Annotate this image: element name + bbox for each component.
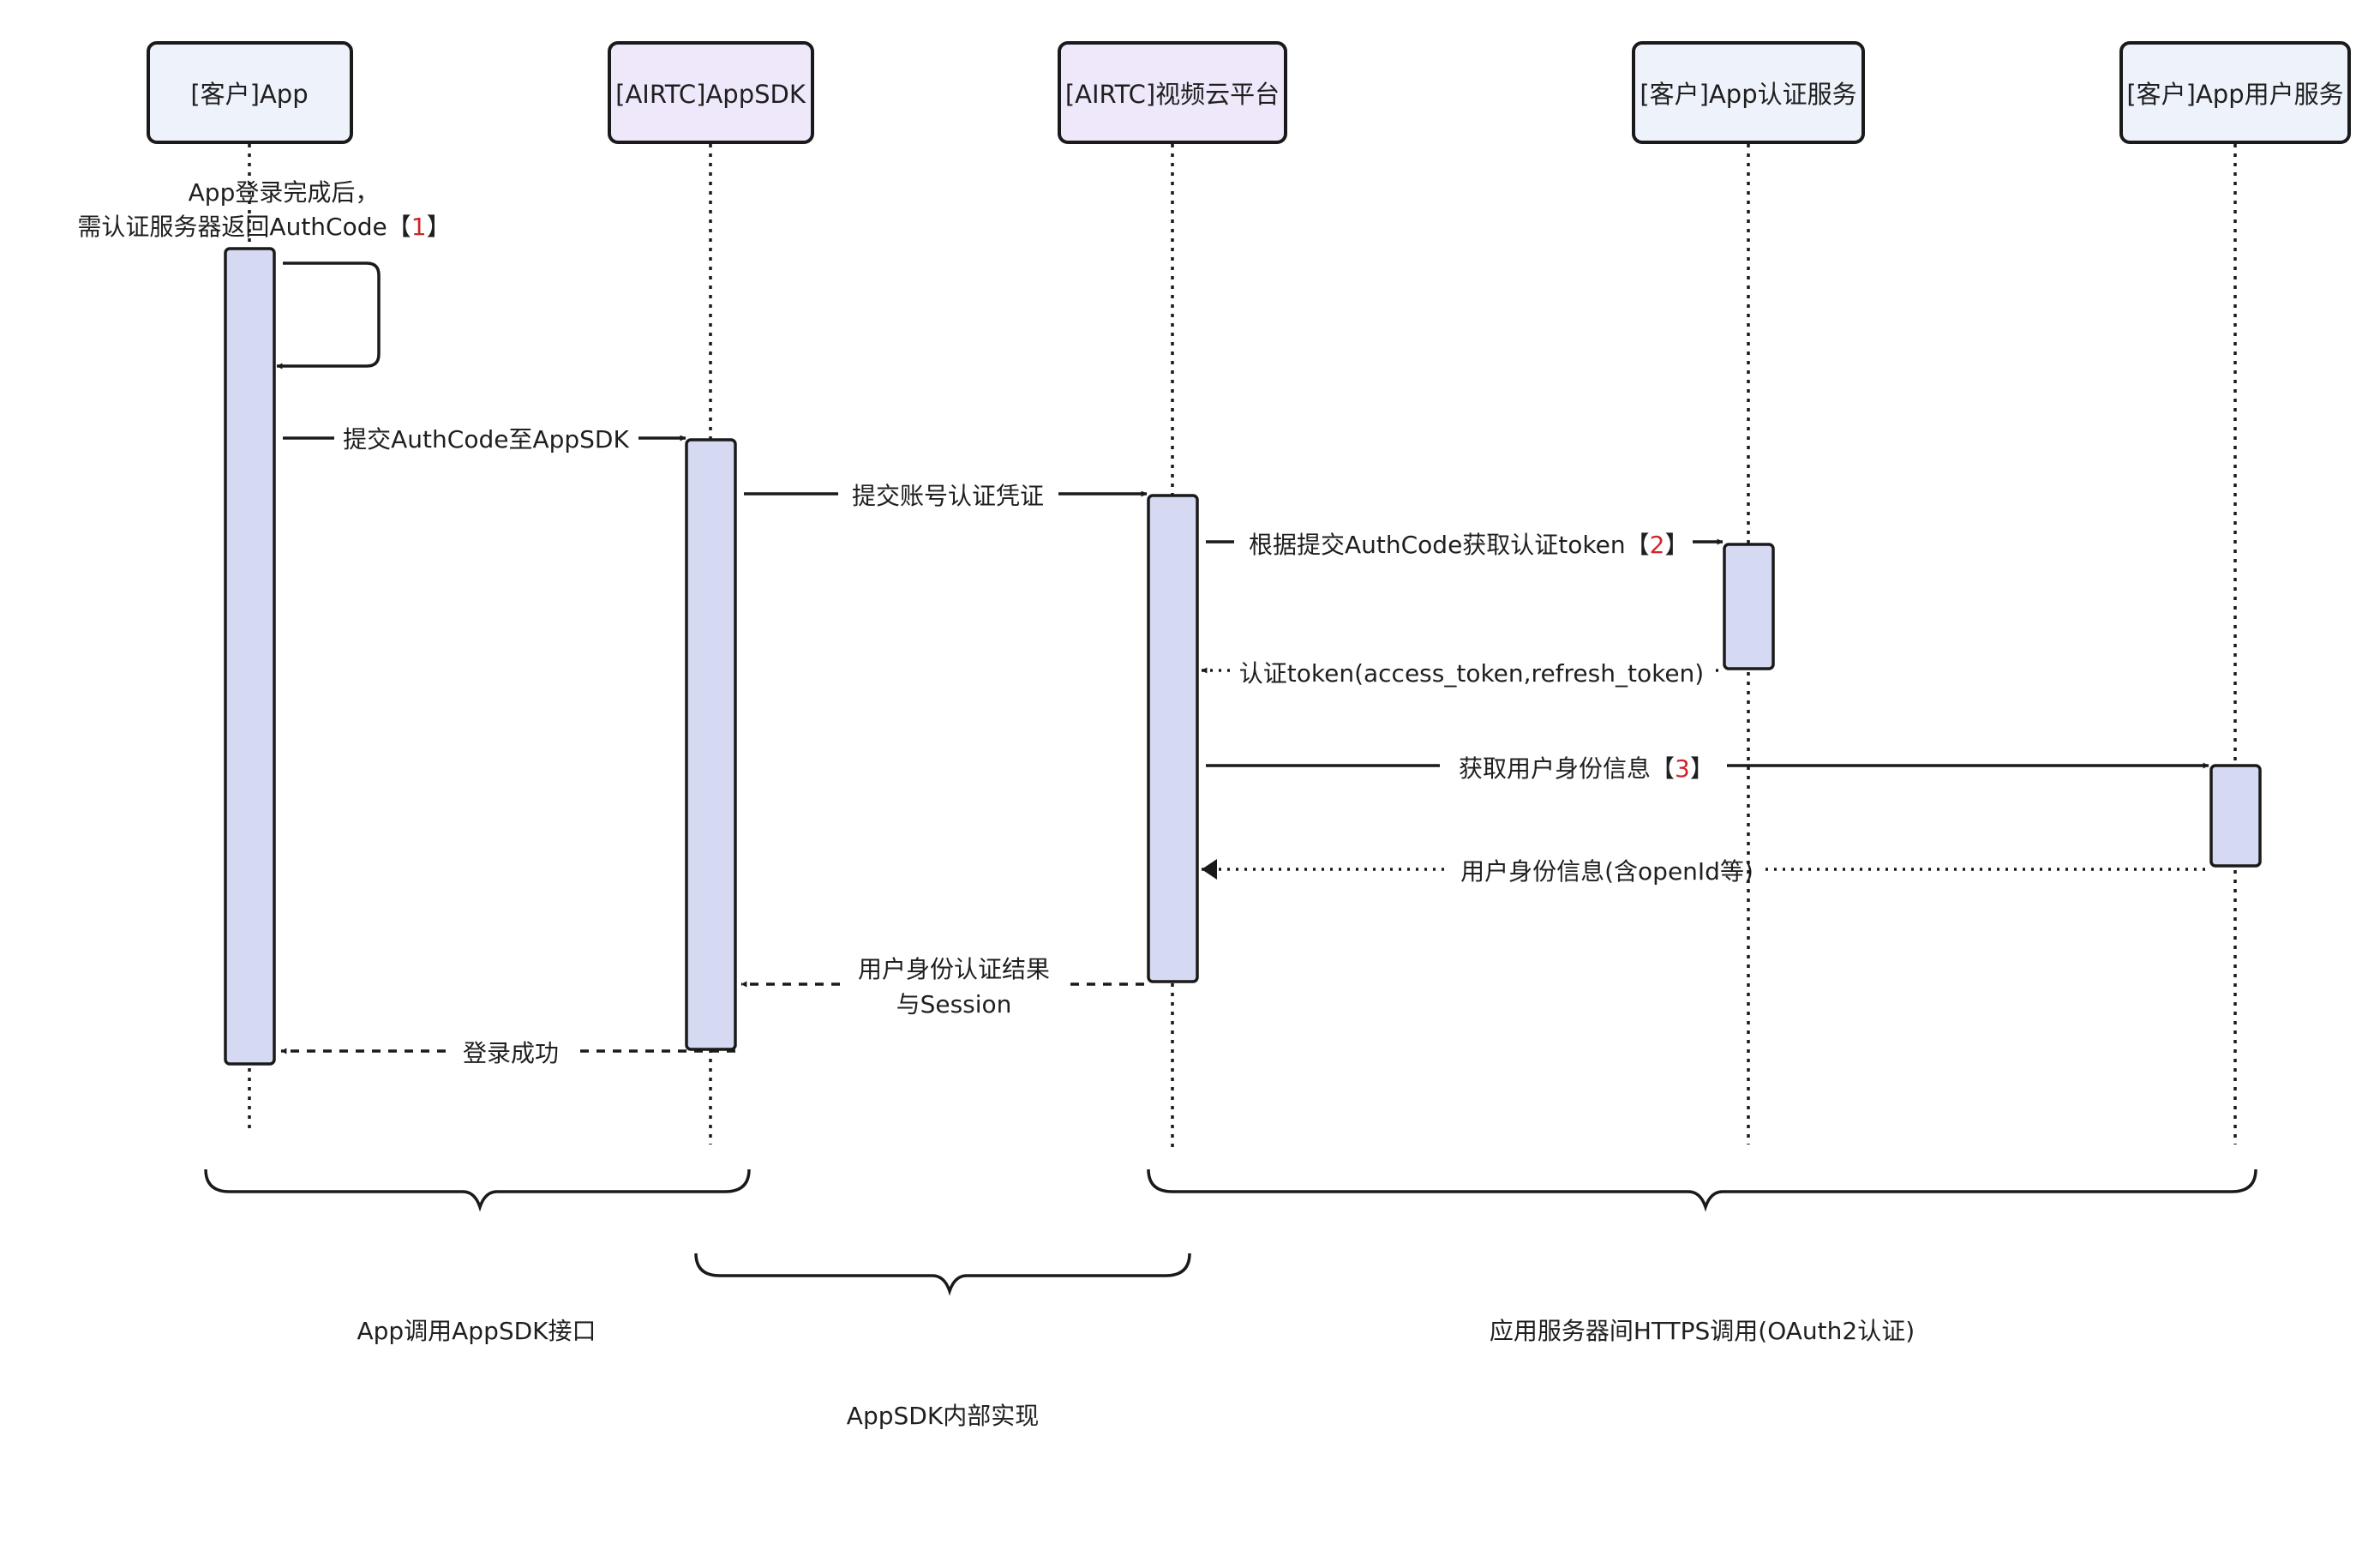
arrow-head-user-info-return bbox=[1202, 859, 1217, 880]
get-user-info-bracket: 】 bbox=[1690, 754, 1714, 783]
participant-client-app: [客户]App bbox=[147, 41, 353, 144]
label-login-success: 登录成功 bbox=[463, 1039, 559, 1067]
group-label-sdk-internal: AppSDK内部实现 bbox=[847, 1402, 1039, 1430]
participant-client-auth-service: [客户]App认证服务 bbox=[1632, 41, 1865, 144]
label-auth-result-line1: 用户身份认证结果 bbox=[858, 955, 1050, 983]
participant-box bbox=[2119, 41, 2351, 144]
get-user-info-text: 获取用户身份信息【 bbox=[1459, 754, 1675, 783]
step-number-3: 3 bbox=[1675, 754, 1690, 783]
participant-label: [AIRTC]AppSDK bbox=[615, 80, 806, 109]
label-auth-result-line2: 与Session bbox=[896, 990, 1012, 1018]
participant-label: [客户]App认证服务 bbox=[1640, 80, 1856, 109]
self-note-text: 需认证服务器返回AuthCode【 bbox=[77, 213, 411, 241]
get-token-bracket: 】 bbox=[1664, 531, 1688, 559]
brace-server-https bbox=[1147, 1168, 2257, 1212]
participant-box bbox=[608, 41, 814, 144]
group-label-server-https: 应用服务器间HTTPS调用(OAuth2认证) bbox=[1490, 1317, 1915, 1345]
self-call-arrow bbox=[276, 261, 381, 369]
activation-airtc-video-cloud bbox=[1147, 494, 1199, 983]
brace-sdk-internal bbox=[694, 1253, 1191, 1296]
label-get-user-info: 获取用户身份信息【3】 bbox=[1459, 754, 1714, 783]
participant-client-user-service: [客户]App用户服务 bbox=[2119, 41, 2351, 144]
label-token-return: 认证token(access_token,refresh_token) bbox=[1239, 659, 1704, 688]
activation-airtc-appsdk bbox=[685, 438, 737, 1051]
activation-client-app bbox=[224, 247, 276, 1066]
activation-client-user-service bbox=[2209, 764, 2262, 868]
brace-app-calls-sdk bbox=[204, 1168, 751, 1212]
step-number-1: 1 bbox=[411, 213, 427, 241]
label-submit-credential: 提交账号认证凭证 bbox=[852, 482, 1044, 510]
participant-label: [AIRTC]视频云平台 bbox=[1065, 80, 1280, 109]
get-token-text: 根据提交AuthCode获取认证token【 bbox=[1249, 531, 1650, 559]
participant-box bbox=[1058, 41, 1287, 144]
self-note-line2: 需认证服务器返回AuthCode【1】 bbox=[77, 213, 450, 241]
participant-label: [客户]App用户服务 bbox=[2126, 80, 2343, 109]
participant-label: [客户]App bbox=[190, 80, 308, 109]
label-user-info-return: 用户身份信息(含openId等) bbox=[1460, 857, 1754, 886]
participant-box bbox=[1632, 41, 1865, 144]
activation-client-auth-service bbox=[1723, 543, 1775, 670]
participant-airtc-appsdk: [AIRTC]AppSDK bbox=[608, 41, 814, 144]
self-note-bracket: 】 bbox=[427, 213, 451, 241]
group-label-app-calls-sdk: App调用AppSDK接口 bbox=[357, 1317, 596, 1345]
participant-box bbox=[147, 41, 353, 144]
step-number-2: 2 bbox=[1650, 531, 1665, 559]
label-get-token: 根据提交AuthCode获取认证token【2】 bbox=[1249, 531, 1688, 559]
self-note-line1: App登录完成后， bbox=[189, 178, 380, 207]
label-submit-authcode: 提交AuthCode至AppSDK bbox=[343, 425, 629, 454]
participant-airtc-video-cloud: [AIRTC]视频云平台 bbox=[1058, 41, 1287, 144]
